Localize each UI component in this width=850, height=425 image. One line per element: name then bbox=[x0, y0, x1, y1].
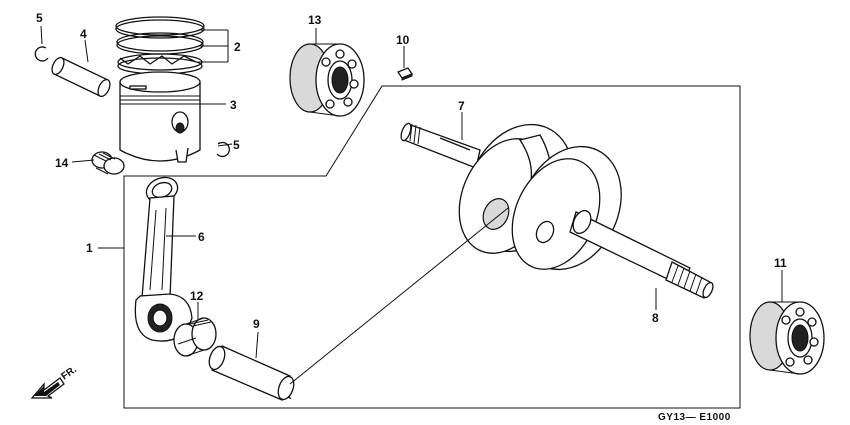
crank-pin bbox=[208, 345, 295, 401]
callout-6-connecting-rod: 6 bbox=[198, 230, 205, 244]
assembly-frame bbox=[123, 85, 741, 409]
callout-9-crank-pin: 9 bbox=[253, 317, 260, 331]
front-direction-arrow-icon bbox=[30, 377, 65, 399]
callout-4-piston-pin: 4 bbox=[80, 27, 87, 41]
callout-5-clip-right: 5 bbox=[233, 138, 240, 152]
crankshaft-bearing-right bbox=[749, 301, 825, 375]
piston-pin-clip-left bbox=[34, 46, 49, 62]
callout-13-bearing: 13 bbox=[308, 13, 322, 27]
callout-11-bearing: 11 bbox=[774, 256, 787, 270]
diagram-code: GY13— E1000 bbox=[658, 412, 731, 423]
callout-2-piston-rings: 2 bbox=[234, 40, 241, 54]
crankshaft-bearing-top bbox=[289, 43, 365, 117]
callout-3-piston: 3 bbox=[230, 98, 237, 112]
piston-pin-clip-right bbox=[216, 141, 230, 158]
callout-5-clip-left: 5 bbox=[36, 11, 43, 25]
big-end-needle-bearing bbox=[173, 317, 217, 357]
callout-10-key: 10 bbox=[396, 33, 410, 47]
piston-pin bbox=[51, 56, 111, 98]
callout-14-needle-bearing: 14 bbox=[55, 156, 69, 170]
callout-1-crankshaft-assembly: 1 bbox=[86, 241, 93, 255]
callout-12-big-end-bearing: 12 bbox=[190, 289, 204, 303]
piston bbox=[119, 71, 201, 163]
callout-8-crankshaft: 8 bbox=[652, 311, 659, 325]
woodruff-key bbox=[397, 67, 413, 81]
connecting-rod bbox=[134, 176, 193, 342]
small-end-needle-bearing bbox=[91, 151, 125, 175]
leader-lines bbox=[40, 25, 783, 385]
piston-rings bbox=[115, 16, 205, 75]
callout-7-crankshaft: 7 bbox=[458, 99, 465, 113]
crankshaft bbox=[400, 122, 714, 299]
front-direction-label: FR. bbox=[59, 364, 79, 382]
